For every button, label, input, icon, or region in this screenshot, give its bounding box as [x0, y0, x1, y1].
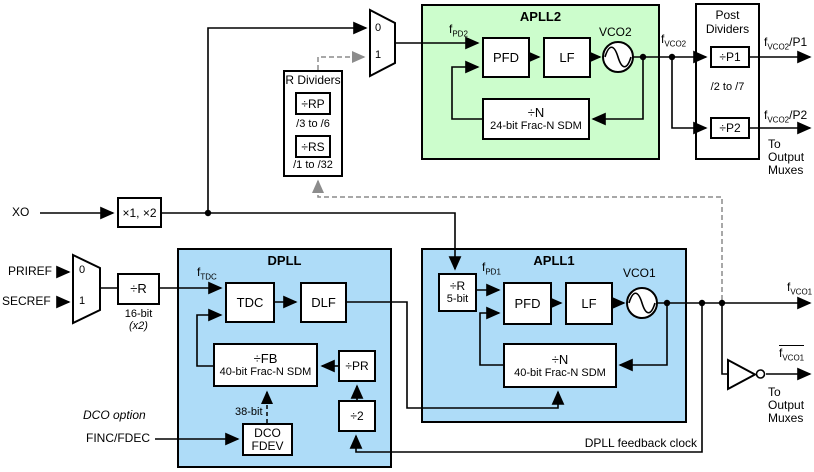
rp-range-label: /3 to /6: [296, 118, 330, 130]
r-dividers-region: [283, 70, 343, 177]
n-divider-block-apll1: ÷N 40-bit Frac-N SDM: [503, 343, 617, 388]
lf-block-apll2: LF: [543, 37, 591, 78]
tdc-block: TDC: [225, 282, 275, 323]
p1-divider-block: ÷P1: [710, 46, 750, 68]
rs-divider-block: ÷RS: [295, 135, 331, 158]
cascade-select-wires: [312, 51, 723, 300]
div2-block: ÷2: [338, 400, 376, 432]
n-divider-block-apll2: ÷N 24-bit Frac-N SDM: [482, 98, 590, 140]
cascade-mux-port1-label: 1: [375, 49, 382, 61]
r5-divider-block: ÷R 5-bit: [438, 273, 477, 312]
dpll-title: DPLL: [267, 253, 302, 268]
pr-divider-block: ÷PR: [338, 350, 376, 382]
apll2-title: APLL2: [519, 9, 562, 24]
dco-fdev-block: DCO FDEV: [242, 423, 293, 456]
fvco1-inverted-signal-label: fVCO1: [779, 345, 805, 363]
secref-input-label: SECREF: [2, 294, 51, 308]
to-output-muxes-bottom-label: To Output Muxes: [768, 385, 805, 425]
fpd2-signal-label: fPD2: [449, 22, 468, 39]
rp-divider-block: ÷RP: [295, 92, 331, 115]
r16-x2-label: (x2): [129, 320, 148, 332]
inverter-symbol: [727, 358, 766, 391]
bits38-label: 38-bit: [235, 406, 263, 418]
to-output-muxes-top-label: To Output Muxes: [768, 137, 805, 177]
dlf-block: DLF: [300, 282, 347, 323]
p2-divider-block: ÷P2: [710, 117, 750, 139]
ftdc-signal-label: fTDC: [197, 265, 217, 282]
fpd1-signal-label: fPD1: [482, 260, 501, 277]
pfd-block-apll2: PFD: [482, 37, 530, 78]
cascade-mux-port0-label: 0: [375, 22, 382, 34]
post-dividers-title: Post Dividers: [705, 8, 750, 36]
xo-doubler-block: ×1, ×2: [117, 197, 162, 228]
xo-input-label: XO: [12, 205, 30, 219]
fvco2-p2-signal-label: fVCO2/P2: [764, 108, 808, 125]
priref-input-label: PRIREF: [8, 264, 53, 278]
fvco1-signal-label: fVCO1: [787, 280, 813, 297]
fvco2-signal-label: fVCO2: [661, 32, 687, 49]
fb-divider-block: ÷FB 40-bit Frac-N SDM: [213, 343, 318, 387]
pfd-block-apll1: PFD: [503, 282, 552, 325]
vco1-label: VCO1: [623, 266, 656, 280]
post-divider-range-label: /2 to /7: [710, 81, 745, 93]
dco-option-label: DCO option: [83, 408, 146, 422]
vco-symbols: [602, 41, 658, 319]
rs-range-label: /1 to /32: [293, 159, 333, 171]
r16-bits-label: 16-bit: [124, 308, 153, 320]
lf-block-apll1: LF: [565, 282, 613, 325]
fvco2-p1-signal-label: fVCO2/P1: [764, 35, 808, 52]
reference-mux-shape: [72, 253, 101, 325]
dpll-feedback-clock-label: DPLL feedback clock: [584, 436, 697, 450]
cascade-mux-shape: [369, 8, 396, 78]
reference-mux-port1-label: 1: [79, 295, 86, 307]
junction-dots: [204, 53, 726, 307]
finc-fdec-input-label: FINC/FDEC: [86, 431, 150, 445]
apll1-title: APLL1: [533, 253, 575, 268]
r-dividers-title: R Dividers: [285, 73, 341, 87]
r16-divider-block: ÷R: [117, 273, 160, 305]
reference-mux-port0-label: 0: [79, 264, 86, 276]
vco2-label: VCO2: [599, 25, 632, 39]
mux-shapes: [72, 8, 396, 325]
